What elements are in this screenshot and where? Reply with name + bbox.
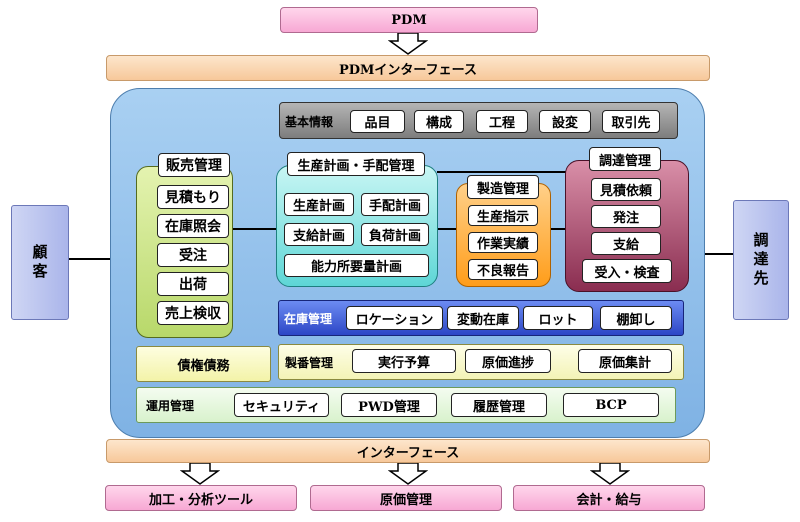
down-arrow-icon [590, 463, 630, 485]
customer-connector [68, 258, 113, 260]
order-number-title: 製番管理 [285, 355, 334, 370]
connector-sales-prod [231, 228, 277, 230]
down-arrow-icon [180, 463, 220, 485]
mfg-item-seisan-shiji: 生産指示 [468, 205, 538, 226]
order-number-item-genka-shukei: 原価集計 [578, 349, 672, 373]
receivables-box: 債権債務 [136, 346, 271, 382]
down-arrow-icon [388, 33, 428, 55]
interface-bar: インターフェース [106, 439, 710, 463]
order-number-item-genka-shinchoku: 原価進捗 [465, 349, 551, 373]
procurement-title: 調達管理 [589, 147, 661, 171]
basic-info-item-torihikisaki: 取引先 [602, 110, 660, 133]
prod-item-shikyu-keikaku: 支給計画 [284, 223, 354, 246]
basic-info-title: 基本情報 [285, 114, 334, 129]
proc-item-ukeire-kensa: 受入・検査 [582, 259, 672, 283]
prod-item-tehai-keikaku: 手配計画 [361, 193, 429, 216]
output-cost-management: 原価管理 [310, 485, 502, 511]
operations-title: 運用管理 [146, 398, 195, 413]
order-number-item-jikko-yosan: 実行予算 [352, 349, 456, 373]
proc-item-hatchu: 発注 [591, 205, 661, 228]
inventory-item-hendo-zaiko: 変動在庫 [447, 306, 519, 330]
inventory-item-lot: ロット [523, 306, 593, 330]
inventory-item-location: ロケーション [346, 306, 443, 330]
sales-title: 販売管理 [158, 153, 230, 177]
supplier-connector [700, 253, 738, 255]
mfg-item-sagyo-jisseki: 作業実績 [468, 232, 538, 253]
sales-item-uriage-kenshu: 売上検収 [157, 301, 229, 325]
sales-item-zaiko-shokai: 在庫照会 [157, 214, 229, 238]
connector-mfg-procure [549, 228, 567, 230]
basic-info-item-hinmoku: 品目 [350, 110, 405, 133]
proc-item-shikyu: 支給 [591, 232, 661, 255]
inventory-item-tanaoroshi: 棚卸し [600, 306, 672, 330]
customer-box: 顧客 [11, 205, 69, 320]
prod-item-seisan-keikaku: 生産計画 [284, 193, 354, 216]
inventory-title: 在庫管理 [284, 311, 333, 326]
sales-item-juchu: 受注 [157, 243, 229, 267]
production-planning-title: 生産計画・手配管理 [287, 152, 425, 176]
proc-item-mitsumori-irai: 見積依頼 [591, 178, 661, 201]
mfg-item-furyo-hokoku: 不良報告 [468, 259, 538, 280]
supplier-box: 調達先 [733, 200, 789, 320]
manufacturing-title: 製造管理 [467, 175, 539, 199]
ops-item-rireki: 履歴管理 [451, 393, 547, 417]
ops-item-bcp: BCP [563, 393, 659, 417]
ops-item-security: セキュリティ [234, 393, 329, 417]
pdm-box: PDM [280, 7, 538, 33]
sales-item-shukka: 出荷 [157, 272, 229, 296]
prod-item-noryoku-keikaku: 能力所要量計画 [284, 254, 429, 277]
down-arrow-icon [388, 463, 428, 485]
basic-info-item-kotei: 工程 [476, 110, 528, 133]
basic-info-item-kosei: 構成 [414, 110, 464, 133]
connector-prod-procure [437, 171, 567, 173]
sales-item-mitsumori: 見積もり [157, 185, 229, 209]
output-analysis-tools: 加工・分析ツール [105, 485, 297, 511]
prod-item-fuka-keikaku: 負荷計画 [361, 223, 429, 246]
ops-item-pwd: PWD管理 [341, 393, 437, 417]
pdm-interface-bar: PDMインターフェース [106, 55, 710, 81]
output-accounting-payroll: 会計・給与 [513, 485, 705, 511]
basic-info-item-sethen: 設変 [539, 110, 591, 133]
connector-prod-mfg [437, 228, 457, 230]
